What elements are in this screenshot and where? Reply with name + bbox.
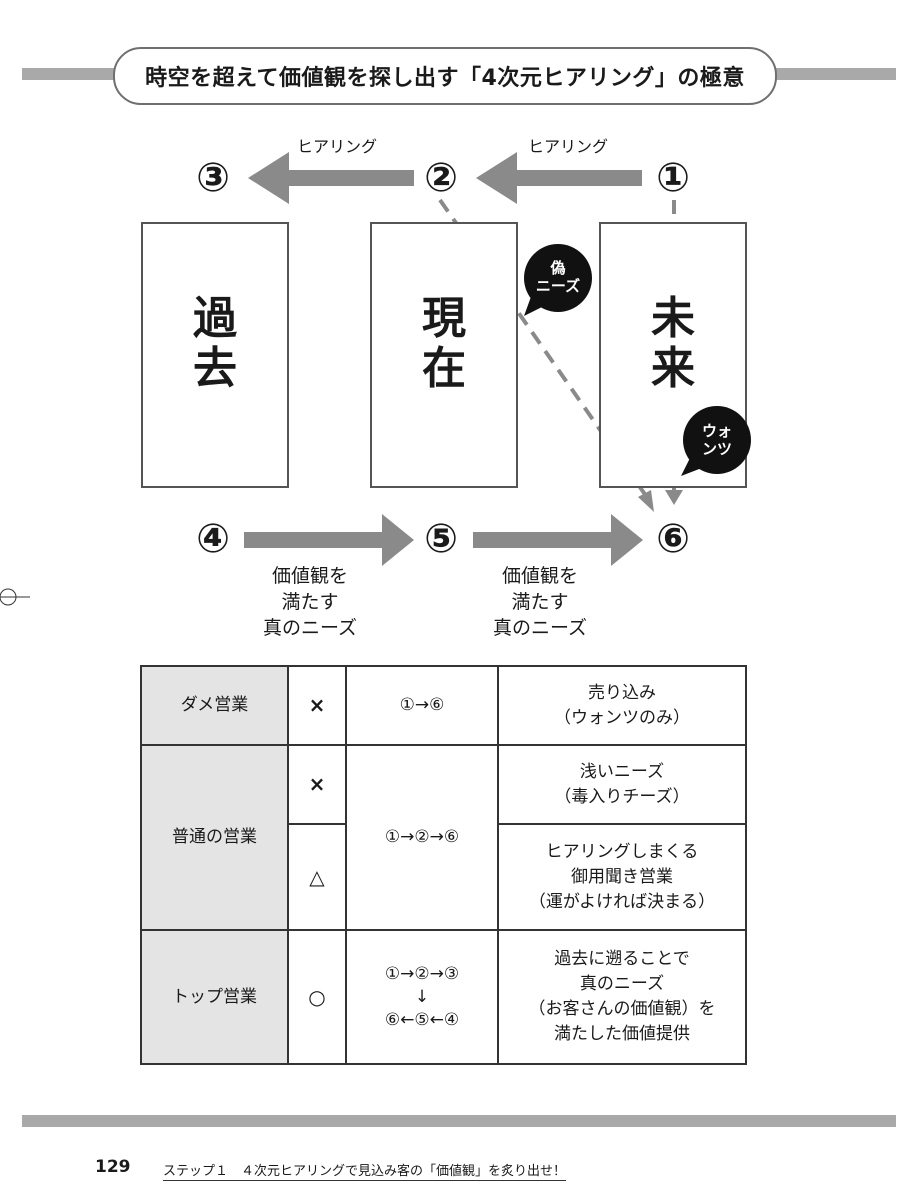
hearing-label-left: ヒアリング	[297, 137, 378, 156]
flow-cell: ①→②→⑥	[345, 744, 499, 931]
result-cell: 売り込み （ウォンツのみ）	[497, 665, 747, 746]
header-band-left	[22, 68, 115, 80]
mark-triangle: △	[287, 823, 347, 931]
arrow-2-to-3	[248, 152, 414, 204]
dashed-arrowhead-1-to-6	[665, 490, 683, 505]
node-1: ①	[656, 155, 690, 201]
past-box: 過 去	[141, 222, 289, 488]
table-row: △ ヒアリングしまくる 御用聞き営業 （運がよければ決まる）	[141, 823, 747, 931]
wants-bubble	[681, 406, 751, 476]
result-cell: 過去に遡ることで 真のニーズ （お客さんの価値観）を 満たした価値提供	[497, 929, 747, 1065]
dashed-arrowhead-2-to-6	[638, 490, 654, 512]
arrow-4-to-5	[244, 514, 414, 566]
fake-needs-bubble	[524, 244, 592, 316]
header-band-right	[771, 68, 896, 80]
present-label: 現 在	[422, 293, 466, 394]
running-footer: ステップ１ ４次元ヒアリングで見込み客の「価値観」を炙り出せ！	[163, 1160, 567, 1181]
mark-circle: ○	[287, 929, 347, 1065]
category-normal-sales: 普通の営業	[140, 744, 289, 931]
flow-cell: ①→⑥	[345, 665, 499, 746]
table-row: トップ営業 ○ ①→②→③ ↓ ⑥←⑤←④ 過去に遡ることで 真のニーズ （お客…	[140, 929, 747, 1065]
value-needs-label-left: 価値観を 満たす 真のニーズ	[262, 565, 358, 639]
future-label: 未 来	[651, 293, 695, 394]
mark-cross: ×	[287, 665, 347, 746]
wants-text: ウォ ンツ	[701, 422, 732, 458]
mark-cross: ×	[287, 744, 347, 825]
node-5: ⑤	[424, 516, 458, 562]
present-box: 現 在	[370, 222, 518, 488]
arrow-1-to-2	[476, 152, 642, 204]
past-label: 過 去	[193, 293, 237, 394]
node-6: ⑥	[656, 516, 690, 562]
page-number: 129	[95, 1157, 131, 1177]
page-title: 時空を超えて価値観を探し出す「4次元ヒアリング」の極意	[113, 47, 777, 105]
value-needs-label-right: 価値観を 満たす 真のニーズ	[492, 565, 588, 639]
table-row: ダメ営業 × ①→⑥ 売り込み （ウォンツのみ）	[140, 665, 747, 746]
node-4: ④	[196, 516, 230, 562]
result-cell: ヒアリングしまくる 御用聞き営業 （運がよければ決まる）	[497, 823, 747, 931]
hearing-label-right: ヒアリング	[528, 137, 609, 156]
fake-needs-text: 偽 ニーズ	[535, 259, 581, 295]
flow-cell: ①→②→③ ↓ ⑥←⑤←④	[345, 929, 499, 1065]
result-cell: 浅いニーズ （毒入りチーズ）	[497, 744, 747, 825]
category-top-sales: トップ営業	[140, 929, 289, 1065]
node-3: ③	[196, 155, 230, 201]
arrow-5-to-6	[473, 514, 643, 566]
future-box: 未 来	[599, 222, 747, 488]
registration-mark-icon	[0, 588, 30, 606]
table-row: 普通の営業 × ①→②→⑥ 浅いニーズ （毒入りチーズ）	[140, 744, 747, 931]
footer-band	[22, 1115, 896, 1127]
comparison-table: ダメ営業 × ①→⑥ 売り込み （ウォンツのみ） 普通の営業 × ①→②→⑥ 浅…	[140, 665, 747, 1065]
node-2: ②	[424, 155, 458, 201]
category-bad-sales: ダメ営業	[140, 665, 289, 746]
